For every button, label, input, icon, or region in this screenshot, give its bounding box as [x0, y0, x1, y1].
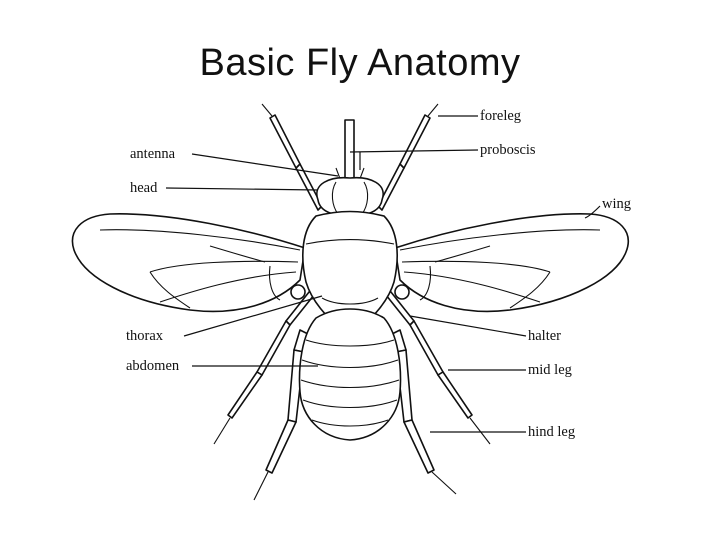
- label-halter: halter: [528, 328, 561, 344]
- label-hind-leg: hind leg: [528, 424, 575, 440]
- label-foreleg: foreleg: [480, 108, 521, 124]
- mid-legs: [213, 286, 491, 445]
- label-proboscis: proboscis: [480, 142, 536, 158]
- forelegs: [261, 103, 439, 211]
- page-title: Basic Fly Anatomy: [199, 42, 521, 84]
- label-thorax: thorax: [126, 328, 164, 344]
- abdomen: [298, 308, 402, 441]
- proboscis: [344, 119, 355, 183]
- label-head: head: [130, 180, 158, 196]
- label-wing: wing: [602, 196, 631, 212]
- left-wing: [71, 213, 306, 313]
- right-wing: [394, 213, 629, 313]
- head: [316, 176, 384, 217]
- label-abdomen: abdomen: [126, 358, 180, 374]
- halteres: [290, 284, 410, 300]
- leader-lines: [165, 115, 601, 433]
- label-antenna: antenna: [130, 146, 176, 162]
- label-mid-leg: mid leg: [528, 362, 572, 378]
